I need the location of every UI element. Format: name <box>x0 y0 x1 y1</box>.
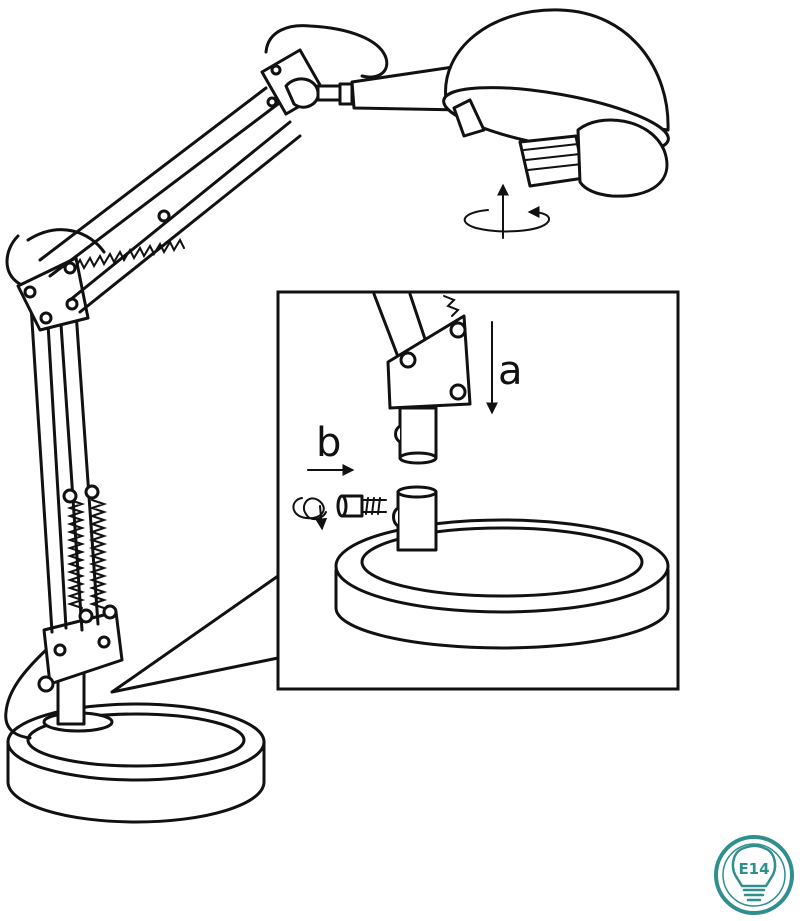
power-cable <box>4 648 48 740</box>
bulb-badge-icon <box>731 844 777 888</box>
upper-spring <box>63 209 185 275</box>
label-b: b <box>316 420 341 466</box>
lamp-base <box>6 702 266 824</box>
arrow-b: b <box>292 420 355 531</box>
detail-joint <box>372 292 472 465</box>
screw <box>336 494 387 518</box>
bulb-icon <box>518 118 669 198</box>
lower-springs <box>62 484 118 624</box>
lower-arm <box>28 288 100 634</box>
detail-stem <box>392 485 438 552</box>
lower-joint <box>37 610 124 726</box>
label-a: a <box>498 348 523 394</box>
detail-base <box>334 518 670 650</box>
callout-lines <box>110 574 280 694</box>
desk-lamp <box>4 8 670 824</box>
arrow-a: a <box>486 321 523 415</box>
rotate-arrows-icon <box>463 183 550 239</box>
e14-badge: E14 <box>714 835 794 915</box>
assembly-detail: a b <box>276 290 680 691</box>
middle-joint <box>5 234 90 332</box>
head-joint <box>260 24 389 116</box>
badge-text: E14 <box>738 860 769 878</box>
upper-arm <box>26 86 302 314</box>
